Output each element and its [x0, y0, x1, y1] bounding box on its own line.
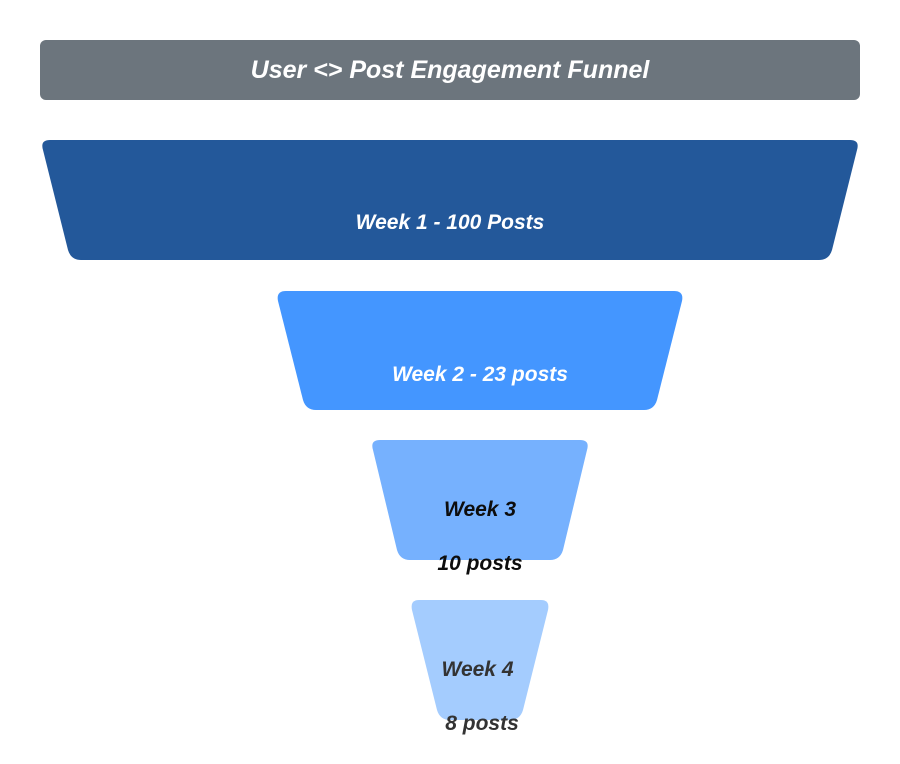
stage-3-line2: 10 posts: [437, 552, 523, 575]
funnel-stage-2-label: Week 2 - 23 posts: [330, 334, 630, 388]
funnel-stage-3-label: Week 3 10 posts: [400, 469, 560, 604]
funnel-stage-1: [42, 140, 858, 260]
stage-4-line1: Week 4: [441, 658, 514, 681]
stage-2-line1: Week 2 - 23 posts: [392, 363, 568, 386]
funnel-title-bar: User <> Post Engagement Funnel: [40, 40, 860, 100]
funnel-stage-4: [411, 600, 549, 720]
funnel-stage-1-label: Week 1 - 100 Posts: [250, 182, 650, 236]
funnel-title: User <> Post Engagement Funnel: [250, 55, 650, 84]
funnel-stage-4-label: Week 4 8 posts: [420, 629, 540, 764]
funnel-stage-3: [372, 440, 588, 560]
stage-4-line2: 8 posts: [445, 712, 519, 735]
stage-3-line1: Week 3: [444, 498, 516, 521]
funnel-stage-2: [277, 291, 683, 410]
stage-1-line1: Week 1 - 100 Posts: [355, 211, 545, 234]
